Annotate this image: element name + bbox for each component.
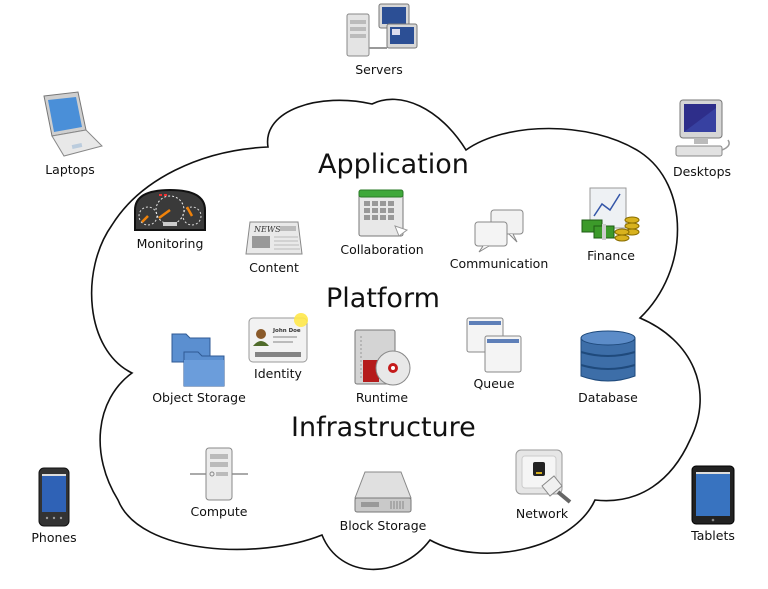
- runtime-label: Runtime: [355, 390, 409, 405]
- layer-title-platform: Platform: [326, 283, 440, 314]
- database-label: Database: [578, 390, 638, 405]
- finance-chart-money-icon: [581, 187, 640, 242]
- service-content[interactable]: NEWS Content: [238, 218, 310, 275]
- hard-drive-icon: [354, 471, 412, 513]
- servers-label: Servers: [355, 62, 403, 77]
- phones-label: Phones: [31, 530, 77, 545]
- identity-label: Identity: [254, 366, 302, 381]
- newspaper-icon: NEWS: [245, 221, 303, 255]
- server-tower-icon: [190, 447, 248, 501]
- id-card-icon: John Doe: [248, 313, 308, 363]
- communication-label: Communication: [449, 256, 549, 271]
- compute-label: Compute: [190, 504, 248, 519]
- device-servers[interactable]: Servers: [334, 2, 424, 77]
- tablets-label: Tablets: [691, 528, 735, 543]
- speech-bubbles-icon: [474, 209, 524, 253]
- network-label: Network: [515, 506, 569, 521]
- newspaper-masthead: NEWS: [253, 225, 281, 234]
- service-network[interactable]: Network: [508, 448, 576, 521]
- service-object-storage[interactable]: Object Storage: [146, 328, 252, 405]
- collaboration-label: Collaboration: [340, 242, 424, 257]
- device-phones[interactable]: Phones: [28, 466, 80, 545]
- device-desktops[interactable]: Desktops: [666, 96, 738, 179]
- service-monitoring[interactable]: Monitoring: [128, 186, 212, 251]
- service-finance[interactable]: Finance: [576, 186, 646, 263]
- servers-icon: [346, 3, 418, 57]
- desktop-icon: [675, 99, 730, 157]
- layer-title-infrastructure: Infrastructure: [291, 412, 476, 443]
- runtime-disc-box-icon: [354, 329, 411, 386]
- device-laptops[interactable]: Laptops: [30, 90, 110, 177]
- finance-label: Finance: [587, 248, 635, 263]
- monitoring-label: Monitoring: [136, 236, 204, 251]
- content-label: Content: [249, 260, 299, 275]
- desktops-label: Desktops: [672, 164, 732, 179]
- device-tablets[interactable]: Tablets: [684, 464, 742, 543]
- dashboard-gauge-icon: [134, 188, 206, 231]
- database-icon: [580, 330, 636, 382]
- id-card-name: John Doe: [272, 328, 301, 334]
- service-block-storage[interactable]: Block Storage: [334, 468, 432, 533]
- service-queue[interactable]: Queue: [458, 316, 530, 391]
- tablet-icon: [691, 465, 735, 525]
- laptop-icon: [43, 91, 103, 157]
- object-storage-label: Object Storage: [152, 390, 246, 405]
- block-storage-label: Block Storage: [339, 518, 427, 533]
- queue-label: Queue: [473, 376, 515, 391]
- service-communication[interactable]: Communication: [444, 206, 554, 271]
- service-database[interactable]: Database: [570, 328, 646, 405]
- phone-icon: [38, 467, 70, 527]
- service-identity[interactable]: John Doe Identity: [240, 310, 316, 381]
- network-jack-icon: [515, 449, 572, 504]
- service-compute[interactable]: Compute: [184, 446, 254, 519]
- service-collaboration[interactable]: Collaboration: [336, 186, 428, 257]
- folders-icon: [171, 333, 225, 387]
- service-runtime[interactable]: Runtime: [344, 324, 420, 405]
- windows-queue-icon: [466, 317, 522, 373]
- layer-title-application: Application: [318, 149, 469, 180]
- laptops-label: Laptops: [45, 162, 95, 177]
- calendar-icon: [358, 189, 409, 237]
